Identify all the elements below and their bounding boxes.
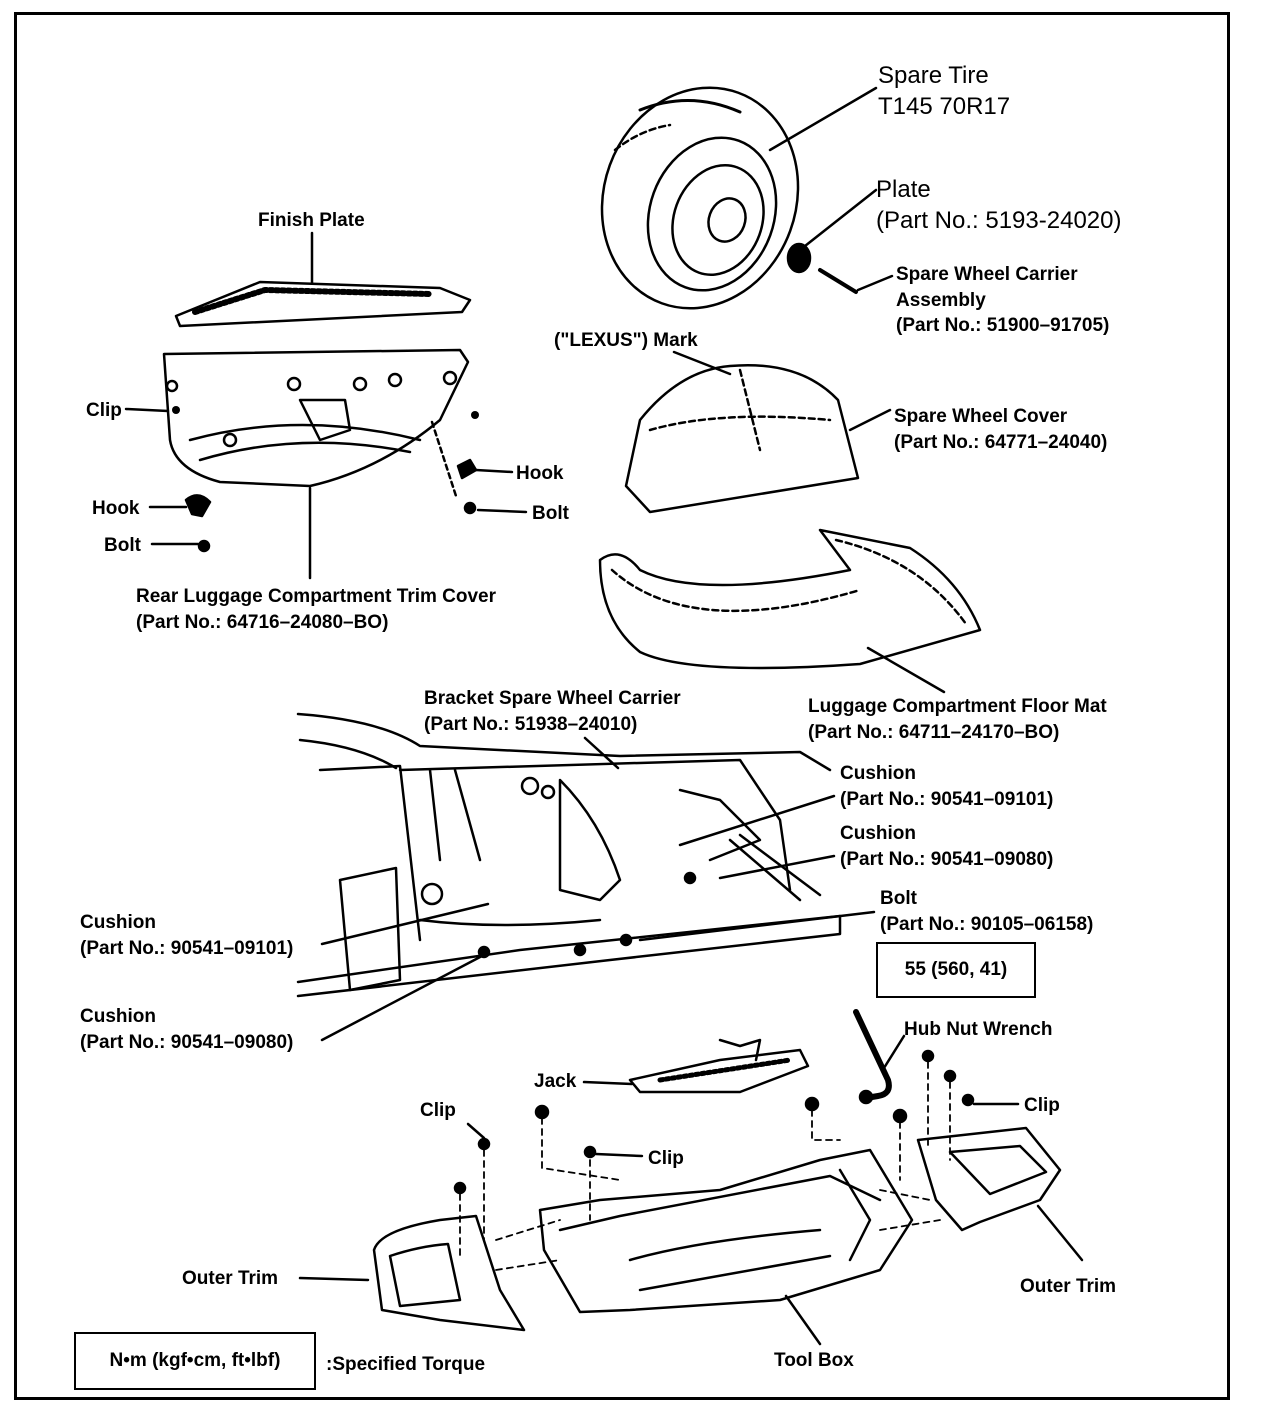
label-cushion-l1: Cushion (Part No.: 90541–09101): [80, 910, 293, 961]
spare-tire-drawing: [600, 86, 800, 310]
label-clip-b2: Clip: [648, 1148, 684, 1169]
leader-clip-top: [124, 407, 170, 413]
label-cushion-r1: Cushion (Part No.: 90541–09101): [840, 761, 1053, 812]
label-finish-plate: Finish Plate: [258, 210, 365, 231]
leader-bolt-right: [476, 508, 528, 514]
finish-plate-drawing: [174, 280, 472, 328]
label-spare-wheel-carrier: Spare Wheel Carrier Assembly (Part No.: …: [896, 262, 1109, 339]
floor-mat-name: Luggage Compartment Floor Mat: [808, 696, 1107, 717]
leader-clip-b1: [466, 1122, 486, 1140]
label-bolt-right: Bolt: [532, 503, 569, 524]
spare-tire-size: T145 70R17: [878, 93, 1011, 121]
plate-part-no: (Part No.: 5193-24020): [876, 207, 1122, 235]
cushion-l2-name: Cushion: [80, 1006, 156, 1027]
label-cushion-r2: Cushion (Part No.: 90541–09080): [840, 821, 1053, 872]
hook-right-drawing: [456, 458, 478, 480]
legend-caption: :Specified Torque: [326, 1354, 486, 1375]
legend-torque-box: N•m (kgf•cm, ft•lbf): [74, 1332, 316, 1390]
carrier-part-no: (Part No.: 51900–91705): [896, 315, 1110, 337]
label-tool-box: Tool Box: [774, 1350, 854, 1371]
carrier-name-2: Assembly: [896, 289, 986, 311]
trim-cover-name: Rear Luggage Compartment Trim Cover: [136, 586, 497, 607]
leader-clip-b2: [594, 1152, 644, 1158]
outer-trim-right-drawing: [916, 1126, 1062, 1232]
label-clip-b3: Clip: [1024, 1095, 1060, 1116]
cushion-l1-part-no: (Part No.: 90541–09101): [80, 937, 294, 959]
label-bolt-left: Bolt: [104, 535, 141, 556]
leader-cushion-l2: [320, 954, 484, 1042]
floor-mat-drawing: [598, 528, 982, 670]
label-spare-wheel-cover: Spare Wheel Cover (Part No.: 64771–24040…: [894, 404, 1107, 455]
outer-trim-left-drawing: [372, 1214, 526, 1332]
cushion-r1-name: Cushion: [840, 763, 916, 784]
bracket-name: Bracket Spare Wheel Carrier: [424, 688, 681, 709]
label-hook-left: Hook: [92, 498, 140, 519]
bolt-r-name: Bolt: [880, 888, 917, 909]
label-plate: Plate (Part No.: 5193-24020): [876, 174, 1121, 236]
label-jack: Jack: [534, 1071, 577, 1092]
leader-hub-nut-wrench: [882, 1034, 906, 1070]
tool-box-drawing: [538, 1148, 914, 1314]
leader-cushion-r2: [718, 854, 836, 880]
leader-spare-tire: [768, 86, 878, 152]
cover-part-no: (Part No.: 64771–24040): [894, 431, 1108, 453]
label-hub-nut-wrench: Hub Nut Wrench: [904, 1019, 1053, 1040]
leader-tool-box: [784, 1294, 822, 1346]
leader-bolt-r: [638, 910, 876, 942]
leader-cushion-l1: [320, 902, 490, 946]
carrier-name-1: Spare Wheel Carrier: [896, 264, 1078, 285]
label-floor-mat: Luggage Compartment Floor Mat (Part No.:…: [808, 694, 1107, 745]
plate-name: Plate: [876, 176, 931, 203]
label-clip-b1: Clip: [420, 1100, 456, 1121]
carrier-bolt-drawing: [818, 268, 858, 294]
label-rear-trim-cover: Rear Luggage Compartment Trim Cover (Par…: [136, 584, 496, 635]
luggage-compartment-body-drawing: [296, 712, 842, 998]
leader-outer-trim-right: [1036, 1204, 1084, 1262]
leader-cushion-r1: [678, 794, 836, 847]
plate-drawing: [786, 242, 812, 274]
label-outer-trim-right: Outer Trim: [1020, 1276, 1117, 1297]
label-clip-top: Clip: [86, 400, 122, 421]
leader-bracket: [583, 736, 620, 770]
spare-wheel-cover-drawing: [624, 364, 860, 514]
torque-value-box: 55 (560, 41): [876, 942, 1036, 998]
rear-trim-cover-drawing: [162, 348, 470, 488]
cushion-r2-name: Cushion: [840, 823, 916, 844]
trim-cover-part-no: (Part No.: 64716–24080–BO): [136, 611, 389, 633]
cover-name: Spare Wheel Cover: [894, 406, 1068, 427]
spare-tire-name: Spare Tire: [878, 62, 989, 89]
jack-drawing: [628, 1038, 810, 1094]
hook-left-drawing: [184, 494, 212, 518]
leader-carrier: [856, 274, 894, 292]
label-spare-tire: Spare Tire T145 70R17: [878, 60, 1010, 122]
label-bracket: Bracket Spare Wheel Carrier (Part No.: 5…: [424, 686, 681, 737]
label-bolt-r: Bolt (Part No.: 90105–06158): [880, 886, 1093, 937]
label-hook-right: Hook: [516, 463, 564, 484]
leader-floor-mat: [866, 646, 946, 694]
leader-plate: [803, 188, 878, 248]
leader-hook-right: [474, 468, 514, 474]
leader-lexus-mark: [672, 350, 732, 376]
cushion-l1-name: Cushion: [80, 912, 156, 933]
label-cushion-l2: Cushion (Part No.: 90541–09080): [80, 1004, 293, 1055]
leader-jack: [582, 1080, 634, 1086]
cushion-r2-part-no: (Part No.: 90541–09080): [840, 848, 1054, 870]
label-lexus-mark: ("LEXUS") Mark: [554, 330, 698, 351]
leader-outer-trim-left: [298, 1276, 370, 1282]
leader-cover: [848, 408, 892, 432]
cushion-l2-part-no: (Part No.: 90541–09080): [80, 1031, 294, 1053]
assembly-guide-lines: [459, 1061, 951, 1271]
label-outer-trim-left: Outer Trim: [182, 1268, 279, 1289]
diagram-frame: [14, 12, 1230, 1400]
floor-mat-part-no: (Part No.: 64711–24170–BO): [808, 721, 1060, 743]
hub-nut-wrench-drawing: [853, 1009, 892, 1101]
bolt-r-part-no: (Part No.: 90105–06158): [880, 913, 1094, 935]
bracket-part-no: (Part No.: 51938–24010): [424, 713, 638, 735]
cushion-r1-part-no: (Part No.: 90541–09101): [840, 788, 1054, 810]
